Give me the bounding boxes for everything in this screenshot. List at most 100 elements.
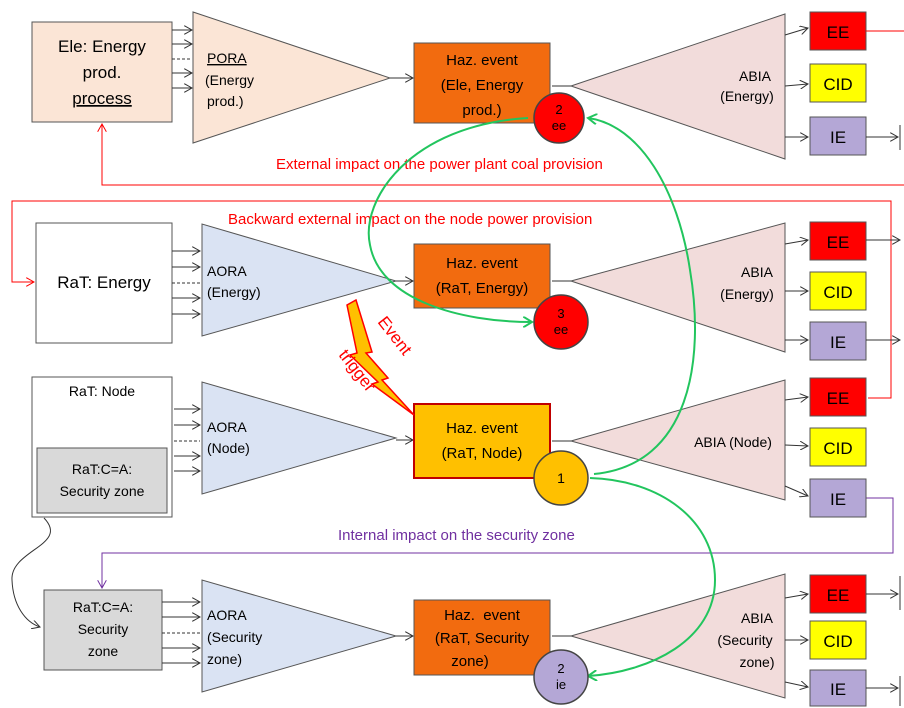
haz-ele-line2: (Ele, Energy (441, 77, 524, 94)
abia-security-triangle (569, 573, 786, 699)
event-trigger-lightning-icon (346, 298, 415, 416)
cid-box-4 (809, 620, 867, 660)
row-ele-energy: Ele: Energy prod. process PORA (Energy p… (31, 11, 901, 160)
abia-energy2-line2: (Energy) (720, 286, 774, 302)
haz-rat-node-line1: Haz. event (446, 420, 519, 437)
abia-security-line3: zone) (739, 654, 774, 670)
rat-security-block (43, 589, 163, 671)
ee-box-3 (809, 377, 867, 417)
curve-1-to-2ie (588, 477, 717, 676)
abia-energy2-line1: ABIA (741, 264, 774, 280)
abia-energy1-line1: ABIA (739, 68, 772, 84)
pora-line3: prod.) (207, 93, 244, 109)
svg-text:ee: ee (554, 322, 568, 337)
cid-label-2: CID (823, 283, 852, 302)
aora-security-line1: AORA (207, 607, 247, 623)
haz-rat-energy-line1: Haz. event (446, 255, 519, 272)
circle-2ee: 2 ee (533, 92, 585, 144)
ie-label-3: IE (830, 490, 846, 509)
rat-security-line2: Security (78, 621, 129, 637)
haz-event-ele (413, 42, 551, 124)
ee-label-4: EE (827, 586, 850, 605)
rat-security-line1: RaT:C=A: (73, 599, 133, 615)
ie-box-2 (809, 321, 867, 361)
aora-energy-triangle (201, 223, 398, 337)
ele-energy-line2: prod. (83, 63, 122, 82)
svg-text:ee: ee (552, 118, 566, 133)
external-coal-annotation: External impact on the power plant coal … (276, 156, 603, 173)
ie-label-1: IE (830, 128, 846, 147)
cid-box-1 (809, 63, 867, 103)
haz-rat-security-line3: zone) (451, 653, 489, 670)
curve-1-to-2ee (588, 118, 696, 475)
row-rat-security: RaT:C=A: Security zone AORA (Security zo… (43, 573, 901, 707)
haz-rat-security-line2: (RaT, Security (435, 630, 530, 647)
pora-line1: PORA (207, 50, 247, 66)
ele-energy-line1: Ele: Energy (58, 37, 146, 56)
abia-energy-triangle-2 (569, 222, 786, 353)
rat-energy-label: RaT: Energy (57, 273, 151, 292)
circle-2ie: 2 ie (533, 649, 589, 705)
backward-power-line (11, 200, 892, 399)
ee-label-1: EE (827, 23, 850, 42)
haz-event-rat-security (413, 599, 551, 676)
ee-box-4 (809, 574, 867, 614)
rat-energy-block (35, 222, 173, 344)
aora-node-line2: (Node) (207, 440, 250, 456)
aora-node-line1: AORA (207, 419, 247, 435)
svg-text:1: 1 (557, 470, 565, 486)
internal-security-annotation: Internal impact on the security zone (338, 527, 575, 544)
cid-box-3 (809, 427, 867, 467)
rat-security-inputs (162, 602, 200, 663)
circle-1: 1 (533, 450, 589, 506)
circle-3ee: 3 ee (533, 294, 589, 350)
ie-box-3 (809, 478, 867, 518)
pora-energy-triangle (192, 11, 392, 144)
haz-ele-line3: prod.) (462, 102, 501, 119)
ie-label-2: IE (830, 333, 846, 352)
svg-text:2: 2 (557, 661, 564, 676)
svg-text:3: 3 (557, 306, 564, 321)
rat-node-inputs (174, 409, 200, 471)
abia-energy-triangle-1 (569, 13, 786, 160)
abia-security-line2: (Security (717, 632, 772, 648)
backward-power-annotation: Backward external impact on the node pow… (228, 211, 592, 228)
curve-2ee-to-3ee (367, 117, 532, 322)
abia-node-triangle (569, 379, 786, 501)
cid-label-3: CID (823, 439, 852, 458)
ee-label-2: EE (827, 233, 850, 252)
svg-text:ie: ie (556, 677, 566, 692)
propagation-curves (367, 117, 717, 676)
rat-security-line3: zone (88, 643, 119, 659)
rat-node-label: RaT: Node (69, 383, 135, 399)
ie-box-4 (809, 669, 867, 707)
aora-node-triangle (201, 381, 398, 495)
haz-rat-security-line1: Haz. event (444, 607, 521, 624)
abia-energy1-line2: (Energy) (720, 88, 774, 104)
aora-security-line2: (Security (207, 629, 262, 645)
internal-security-line (102, 497, 894, 588)
aora-security-triangle (201, 579, 398, 693)
ele-energy-block (31, 21, 173, 123)
pora-line2: (Energy (205, 72, 254, 88)
event-trigger-label-1: Event (374, 313, 416, 359)
impact-lines (11, 30, 904, 588)
svg-text:2: 2 (555, 102, 562, 117)
rat-node-inner-line2: Security zone (60, 483, 145, 499)
rat-energy-inputs (172, 251, 200, 314)
haz-rat-node-line2: (RaT, Node) (442, 445, 523, 462)
cid-label-4: CID (823, 632, 852, 651)
ie-label-4: IE (830, 680, 846, 699)
aora-energy-line2: (Energy) (207, 284, 261, 300)
abia-security-line1: ABIA (741, 610, 774, 626)
row-rat-node: RaT: Node RaT:C=A: Security zone AORA (N… (31, 376, 867, 518)
rat-node-security-inner (36, 447, 168, 514)
aora-security-line3: zone) (207, 651, 242, 667)
abia-node-label: ABIA (Node) (694, 434, 772, 450)
ee-box-2 (809, 221, 867, 261)
cid-label-1: CID (823, 75, 852, 94)
ee-label-3: EE (827, 389, 850, 408)
security-zone-link (11, 517, 52, 627)
aora-energy-line1: AORA (207, 263, 247, 279)
